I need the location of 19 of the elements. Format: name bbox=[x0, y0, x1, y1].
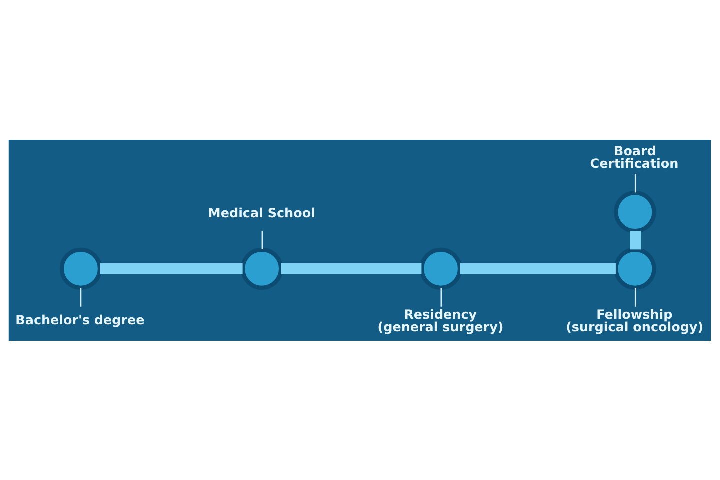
node-text: Medical School bbox=[208, 205, 316, 220]
connector bbox=[100, 262, 243, 274]
connector bbox=[80, 288, 82, 306]
connector bbox=[460, 262, 616, 274]
node-circle bbox=[60, 247, 102, 290]
node-circle bbox=[240, 247, 284, 290]
node-circle bbox=[614, 247, 656, 290]
connector bbox=[262, 230, 264, 249]
node-text: Residency (general surgery) bbox=[378, 306, 504, 334]
connector bbox=[634, 174, 636, 192]
connector bbox=[440, 288, 442, 306]
node-text: Board Certification bbox=[590, 142, 679, 170]
connector bbox=[630, 230, 642, 250]
node-text: Bachelor's degree bbox=[16, 312, 145, 327]
node-circle bbox=[420, 247, 462, 290]
node-text: Fellowship (surgical oncology) bbox=[566, 306, 704, 334]
connector bbox=[634, 288, 636, 306]
connector bbox=[281, 262, 422, 274]
node-circle bbox=[614, 190, 656, 233]
